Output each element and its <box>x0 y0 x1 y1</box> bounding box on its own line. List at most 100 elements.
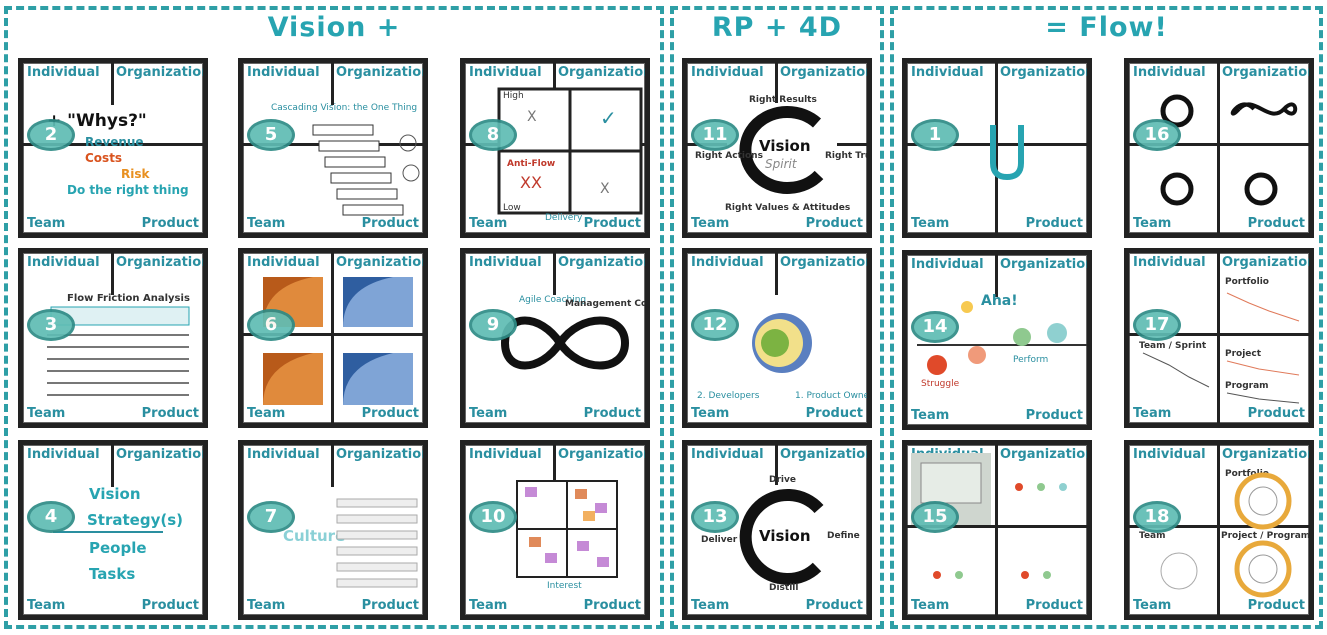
antiflow-label: Anti-Flow <box>507 159 556 169</box>
quadrant-matrix: ✓ X XX X <box>497 87 643 215</box>
quadrant-label-product: Product <box>361 598 419 613</box>
card-number-badge: 13 <box>691 501 739 533</box>
quadrant-label-team: Team <box>1133 216 1172 231</box>
card-number-badge: 6 <box>247 309 295 341</box>
quadrant-label-individual: Individual <box>27 447 100 462</box>
card-6[interactable]: Individual Organization Team Product 6 <box>238 248 428 428</box>
developers-label: 2. Developers <box>697 391 760 401</box>
svg-text:X: X <box>600 181 610 197</box>
divider <box>23 143 203 146</box>
divider <box>243 333 423 336</box>
quadrant-label-team: Team <box>691 216 730 231</box>
culture-bars <box>336 498 418 588</box>
card-18[interactable]: Individual Organization Team Product Por… <box>1124 440 1314 620</box>
quadrant-label-team: Team <box>27 406 66 421</box>
card-1[interactable]: Individual Organization Team Product 1 <box>902 58 1092 238</box>
quadrant-label-organization: Organization <box>558 447 650 462</box>
card-17[interactable]: Individual Organization Team Product Por… <box>1124 248 1314 428</box>
rp4d-section: RP + 4D <box>670 6 884 629</box>
divider <box>1129 143 1309 146</box>
quadrant-label-organization: Organization <box>558 65 650 80</box>
right-actions: Right Actions <box>695 151 763 161</box>
card-8[interactable]: Individual Organization Team Product ✓ X… <box>460 58 650 238</box>
card-7[interactable]: Individual Organization Team Product Cul… <box>238 440 428 620</box>
team-sprint-label: Team / Sprint <box>1139 341 1207 351</box>
distill-label: Distill <box>769 583 799 593</box>
card-number-badge: 3 <box>27 309 75 341</box>
card-14[interactable]: Individual Organization Team Product Aha… <box>902 250 1092 430</box>
cascading-title: Cascading Vision: the One Thing <box>271 103 418 113</box>
card-12[interactable]: Individual Organization Team Product 1. … <box>682 248 872 428</box>
card-number-badge: 4 <box>27 501 75 533</box>
card-13[interactable]: Individual Organization Team Product Dri… <box>682 440 872 620</box>
card-number-badge: 10 <box>469 501 517 533</box>
quadrant-label-individual: Individual <box>247 65 320 80</box>
right-truth: Right Truth <box>825 151 872 161</box>
card-number-badge: 2 <box>27 119 75 151</box>
vision-word: Vision <box>89 485 141 503</box>
quadrant-label-organization: Organization <box>1222 447 1314 462</box>
quadrant-label-product: Product <box>1247 598 1305 613</box>
card-5[interactable]: Individual Organization Team Product 5 C… <box>238 58 428 238</box>
spirit-word: Spirit <box>765 157 797 171</box>
divider <box>907 143 1087 146</box>
quadrant-label-organization: Organization <box>1000 65 1092 80</box>
divider <box>111 253 114 295</box>
quadrant-label-product: Product <box>141 216 199 231</box>
section-title-vision: Vision + <box>267 12 401 43</box>
right-thing-text: Do the right thing <box>67 183 189 197</box>
card-15[interactable]: Individual Organization Team Product 15 <box>902 440 1092 620</box>
emotion-faces <box>917 301 1087 375</box>
quadrant-label-team: Team <box>691 406 730 421</box>
quadrant-label-organization: Organization <box>336 255 428 270</box>
section-title-flow: = Flow! <box>1045 12 1168 43</box>
quadrant-label-individual: Individual <box>469 447 542 462</box>
quadrant-label-individual: Individual <box>691 65 764 80</box>
aha-label: Aha! <box>981 293 1018 309</box>
sticky-grid <box>516 480 618 578</box>
card-number-badge: 17 <box>1133 309 1181 341</box>
quadrant-label-product: Product <box>583 598 641 613</box>
quadrant-label-organization: Organization <box>558 255 650 270</box>
u-shape <box>990 125 1024 181</box>
quadrant-label-individual: Individual <box>247 255 320 270</box>
quadrant-label-organization: Organization <box>780 65 872 80</box>
people-word: People <box>89 539 147 557</box>
quadrant-label-individual: Individual <box>469 255 542 270</box>
card-4[interactable]: Individual Organization Team Product Vis… <box>18 440 208 620</box>
divider <box>775 253 778 295</box>
quadrant-label-team: Team <box>469 598 508 613</box>
quadrant-label-team: Team <box>27 598 66 613</box>
card-2[interactable]: Individual Organization Team Product 2 +… <box>18 58 208 238</box>
interest-label: Interest <box>547 581 582 591</box>
product-owner-label: 1. Product Owner <box>795 391 872 401</box>
divider <box>1217 445 1220 615</box>
quadrant-label-product: Product <box>361 216 419 231</box>
card-10[interactable]: Individual Organization Team Product Int… <box>460 440 650 620</box>
quadrant-label-team: Team <box>469 406 508 421</box>
card-number-badge: 7 <box>247 501 295 533</box>
card-16[interactable]: Individual Organization Team Product 16 <box>1124 58 1314 238</box>
flow-friction-title: Flow Friction Analysis <box>67 293 190 304</box>
enso-circle <box>727 485 837 585</box>
quadrant-label-organization: Organization <box>336 447 428 462</box>
quadrant-label-team: Team <box>911 598 950 613</box>
divider <box>331 63 334 105</box>
whys-text: + "Whys?" <box>47 111 147 131</box>
divider <box>553 63 556 105</box>
quadrant-label-organization: Organization <box>780 255 872 270</box>
divider <box>775 63 778 105</box>
quadrant-label-team: Team <box>1133 406 1172 421</box>
card-11[interactable]: Individual Organization Team Product Rig… <box>682 58 872 238</box>
struggle-label: Struggle <box>921 379 960 389</box>
divider <box>995 255 998 297</box>
divider <box>1217 253 1220 423</box>
card-9[interactable]: Individual Organization Team Product Agi… <box>460 248 650 428</box>
flow-section: = Flow! <box>890 6 1323 629</box>
quadrant-label-product: Product <box>583 216 641 231</box>
quadrant-label-team: Team <box>247 598 286 613</box>
divider <box>331 253 334 423</box>
svg-text:✓: ✓ <box>600 106 617 130</box>
enso-circle <box>727 103 837 194</box>
card-3[interactable]: Individual Organization Team Product Flo… <box>18 248 208 428</box>
